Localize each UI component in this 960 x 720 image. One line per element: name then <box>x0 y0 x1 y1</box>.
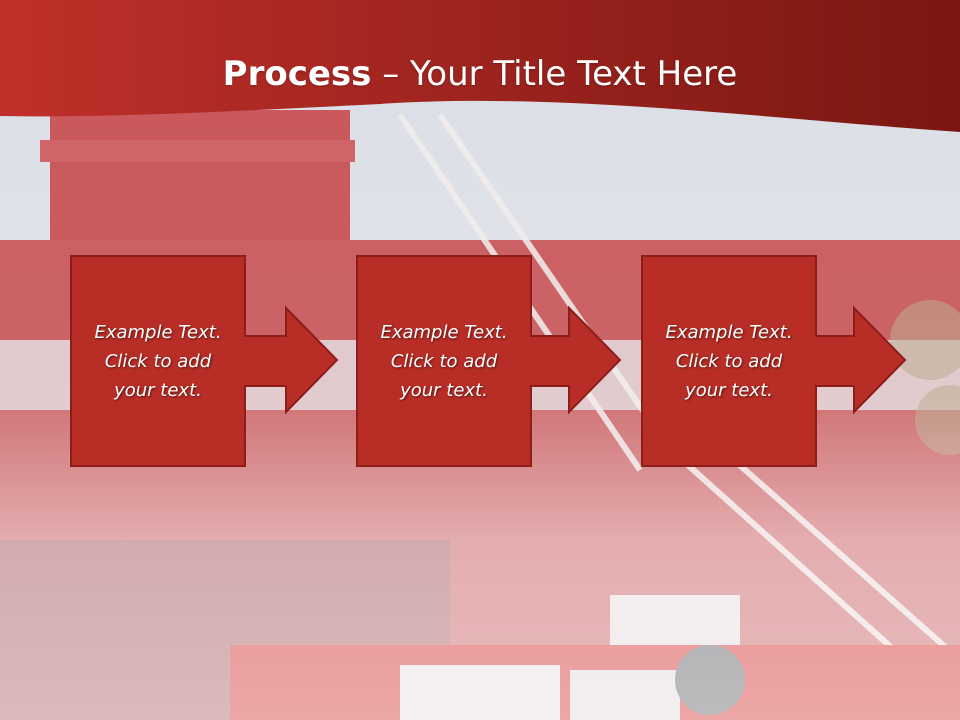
step-3-text[interactable]: Example Text. Click to add your text. <box>665 321 793 401</box>
process-step-2[interactable]: Example Text. Click to add your text. <box>356 255 622 467</box>
title-text: Your Title Text Here <box>410 54 738 94</box>
process-step-1[interactable]: Example Text. Click to add your text. <box>70 255 339 467</box>
step-2-shape <box>356 255 622 467</box>
title-dash: – <box>371 54 411 94</box>
slide-title[interactable]: Process – Your Title Text Here <box>0 50 960 98</box>
step-2-text[interactable]: Example Text. Click to add your text. <box>380 321 508 401</box>
step-3-shape <box>641 255 907 467</box>
title-bold-word: Process <box>222 54 372 94</box>
process-step-3[interactable]: Example Text. Click to add your text. <box>641 255 907 467</box>
step-1-shape <box>70 255 339 467</box>
step-1-text[interactable]: Example Text. Click to add your text. <box>94 321 222 401</box>
